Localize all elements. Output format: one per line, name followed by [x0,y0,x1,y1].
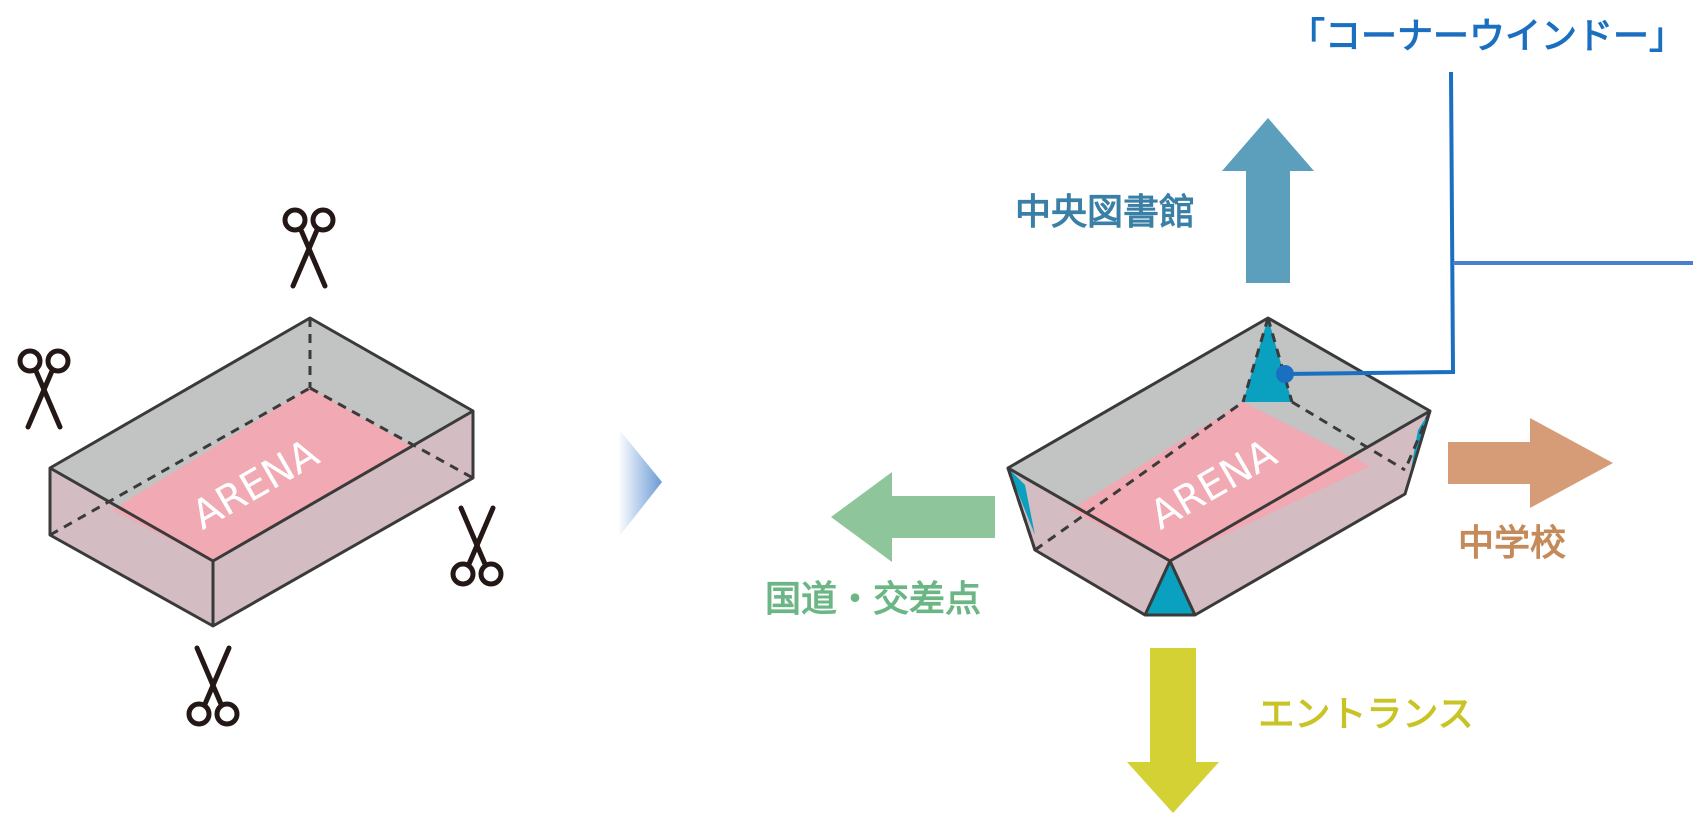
entrance-label: エントランス [1258,694,1473,735]
library-arrow [1222,118,1314,283]
scissors-icon [450,505,504,587]
callout-label: 「コーナーウインドー」 [1289,16,1685,57]
right-hidden-edge-2 [1266,317,1294,403]
left-box-outline [48,316,475,628]
callout-dot [1276,365,1294,383]
right-arena-box: ARENA [1006,316,1432,617]
right-box-outline [1006,316,1432,617]
left-hidden-edge-2 [49,386,311,537]
transition-chevron [618,428,662,538]
right-hidden-edge-6 [1403,410,1432,471]
left-box-side-left [50,468,213,626]
right-box-side-left [1008,468,1170,615]
right-hidden-edge-4 [1291,400,1406,472]
right-arena-floor [1070,402,1370,561]
library-label: 中央図書館 [1015,191,1195,233]
scissors-icon [17,348,71,430]
road-arrow [831,472,995,562]
school-arrow [1448,418,1613,508]
right-hidden-edge-3 [1034,400,1244,552]
left-box-side-right [213,411,473,626]
right-box-side-right [1170,411,1430,615]
scissors-icon [186,645,240,727]
callout-leader-line [1284,71,1456,376]
entrance-arrow [1127,648,1219,813]
corner-window-callout: 「コーナーウインドー」 [1276,16,1693,383]
left-arena-floor [112,388,413,561]
corner-window-front [1145,561,1195,615]
road-label: 国道・交差点 [765,578,981,620]
right-box-front-notch [1143,559,1197,616]
left-arena-box: ARENA [48,316,475,628]
school-label: 中学校 [1458,522,1566,564]
scissors-icon [282,207,336,289]
